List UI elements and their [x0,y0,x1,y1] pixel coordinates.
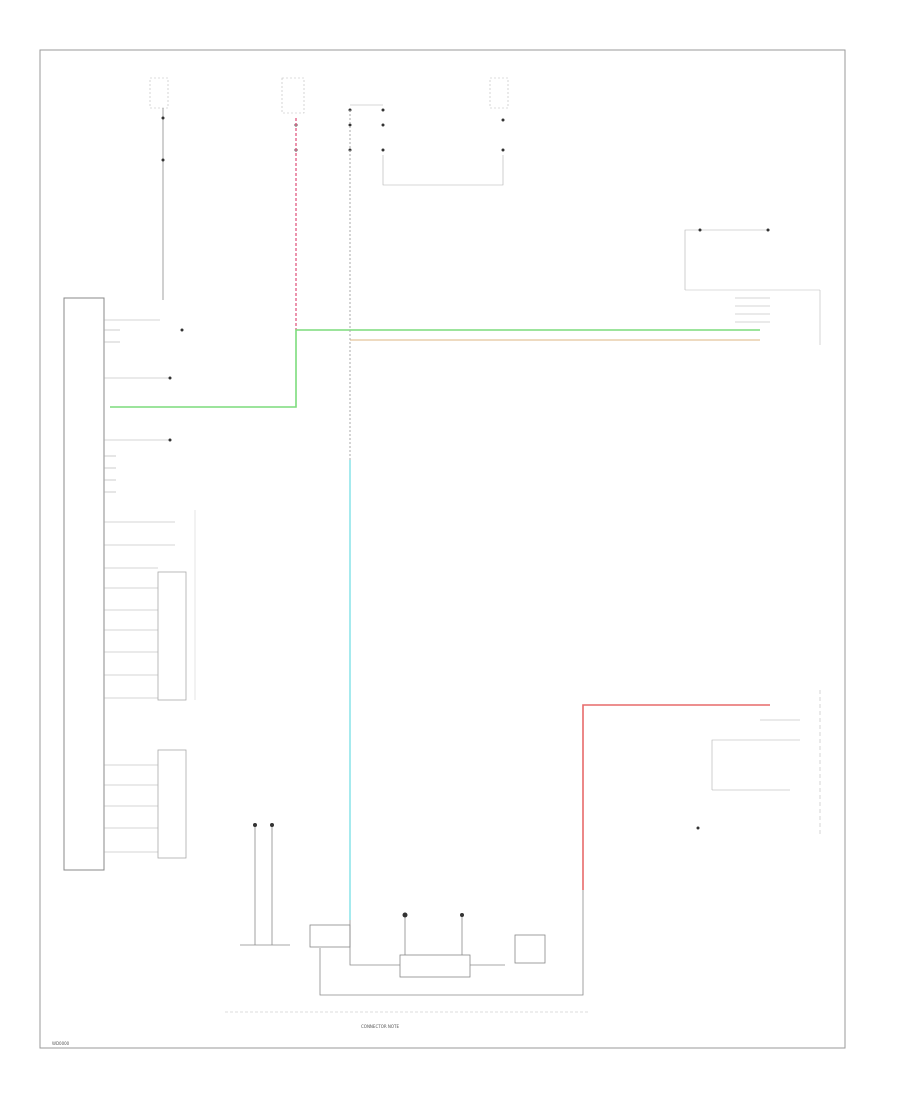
right-lower-module [696,690,821,835]
top-connector-right [382,77,509,186]
top-connector-center [281,77,385,152]
bottom-ground-area [225,823,590,1013]
red-wire [582,704,770,890]
bottom-label: CONNECTOR NOTE [361,1024,399,1029]
corner-label: WD0000 [52,1041,70,1046]
top-connector-left [149,77,169,300]
lower-switch-block [104,749,187,859]
green-wire [110,329,760,408]
right-upper-module [684,228,821,345]
left-module [63,297,184,871]
switch-block [104,510,196,701]
diagram-frame [39,49,846,1049]
